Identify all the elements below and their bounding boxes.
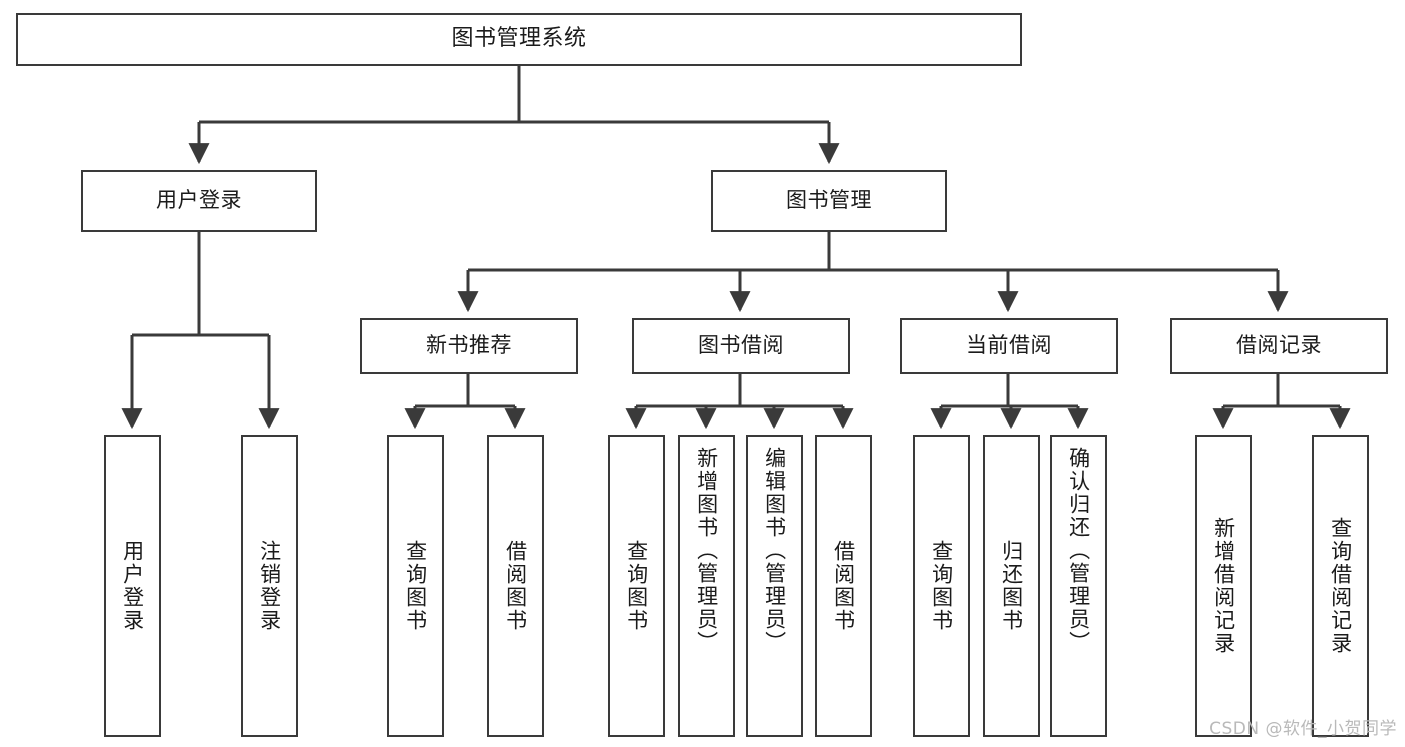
leaf-add-book-admin[interactable]: 新增图书（管理员） [678,435,735,737]
leaf-logout-login-label: 注销登录 [257,540,282,632]
leaf-add-borrow-record-label: 新增借阅记录 [1211,517,1236,655]
node-root-label: 图书管理系统 [451,26,587,52]
leaf-edit-book-admin[interactable]: 编辑图书（管理员） [746,435,803,737]
node-current-borrow-label: 当前借阅 [966,333,1052,358]
node-user-login[interactable]: 用户登录 [81,170,317,232]
leaf-confirm-return-admin-label: 确认归还（管理员） [1066,447,1091,654]
leaf-query-book-borrow-label: 查询图书 [624,540,649,632]
leaf-return-book-label: 归还图书 [999,540,1024,632]
node-user-login-label: 用户登录 [156,188,242,213]
leaf-borrow-book-new-label: 借阅图书 [503,540,528,632]
node-borrow-record-label: 借阅记录 [1236,333,1322,358]
leaf-borrow-book-new[interactable]: 借阅图书 [487,435,544,737]
node-book-borrow[interactable]: 图书借阅 [632,318,850,374]
node-current-borrow[interactable]: 当前借阅 [900,318,1118,374]
node-book-borrow-label: 图书借阅 [698,333,784,358]
leaf-add-book-admin-label: 新增图书（管理员） [694,447,719,654]
node-borrow-record[interactable]: 借阅记录 [1170,318,1388,374]
leaf-query-book-new[interactable]: 查询图书 [387,435,444,737]
watermark: CSDN @软件_小贺同学 [1209,719,1397,739]
leaf-query-book-current[interactable]: 查询图书 [913,435,970,737]
node-book-manage[interactable]: 图书管理 [711,170,947,232]
node-book-manage-label: 图书管理 [786,188,872,213]
leaf-confirm-return-admin[interactable]: 确认归还（管理员） [1050,435,1107,737]
leaf-add-borrow-record[interactable]: 新增借阅记录 [1195,435,1252,737]
leaf-query-borrow-record[interactable]: 查询借阅记录 [1312,435,1369,737]
leaf-return-book[interactable]: 归还图书 [983,435,1040,737]
leaf-query-borrow-record-label: 查询借阅记录 [1328,517,1353,655]
leaf-user-login-label: 用户登录 [120,540,145,632]
node-new-book-rec[interactable]: 新书推荐 [360,318,578,374]
node-new-book-rec-label: 新书推荐 [426,333,512,358]
leaf-borrow-book-label: 借阅图书 [831,540,856,632]
node-root[interactable]: 图书管理系统 [16,13,1022,66]
leaf-user-login[interactable]: 用户登录 [104,435,161,737]
leaf-logout-login[interactable]: 注销登录 [241,435,298,737]
leaf-query-book-borrow[interactable]: 查询图书 [608,435,665,737]
leaf-query-book-new-label: 查询图书 [403,540,428,632]
leaf-borrow-book[interactable]: 借阅图书 [815,435,872,737]
leaf-edit-book-admin-label: 编辑图书（管理员） [762,447,787,654]
leaf-query-book-current-label: 查询图书 [929,540,954,632]
